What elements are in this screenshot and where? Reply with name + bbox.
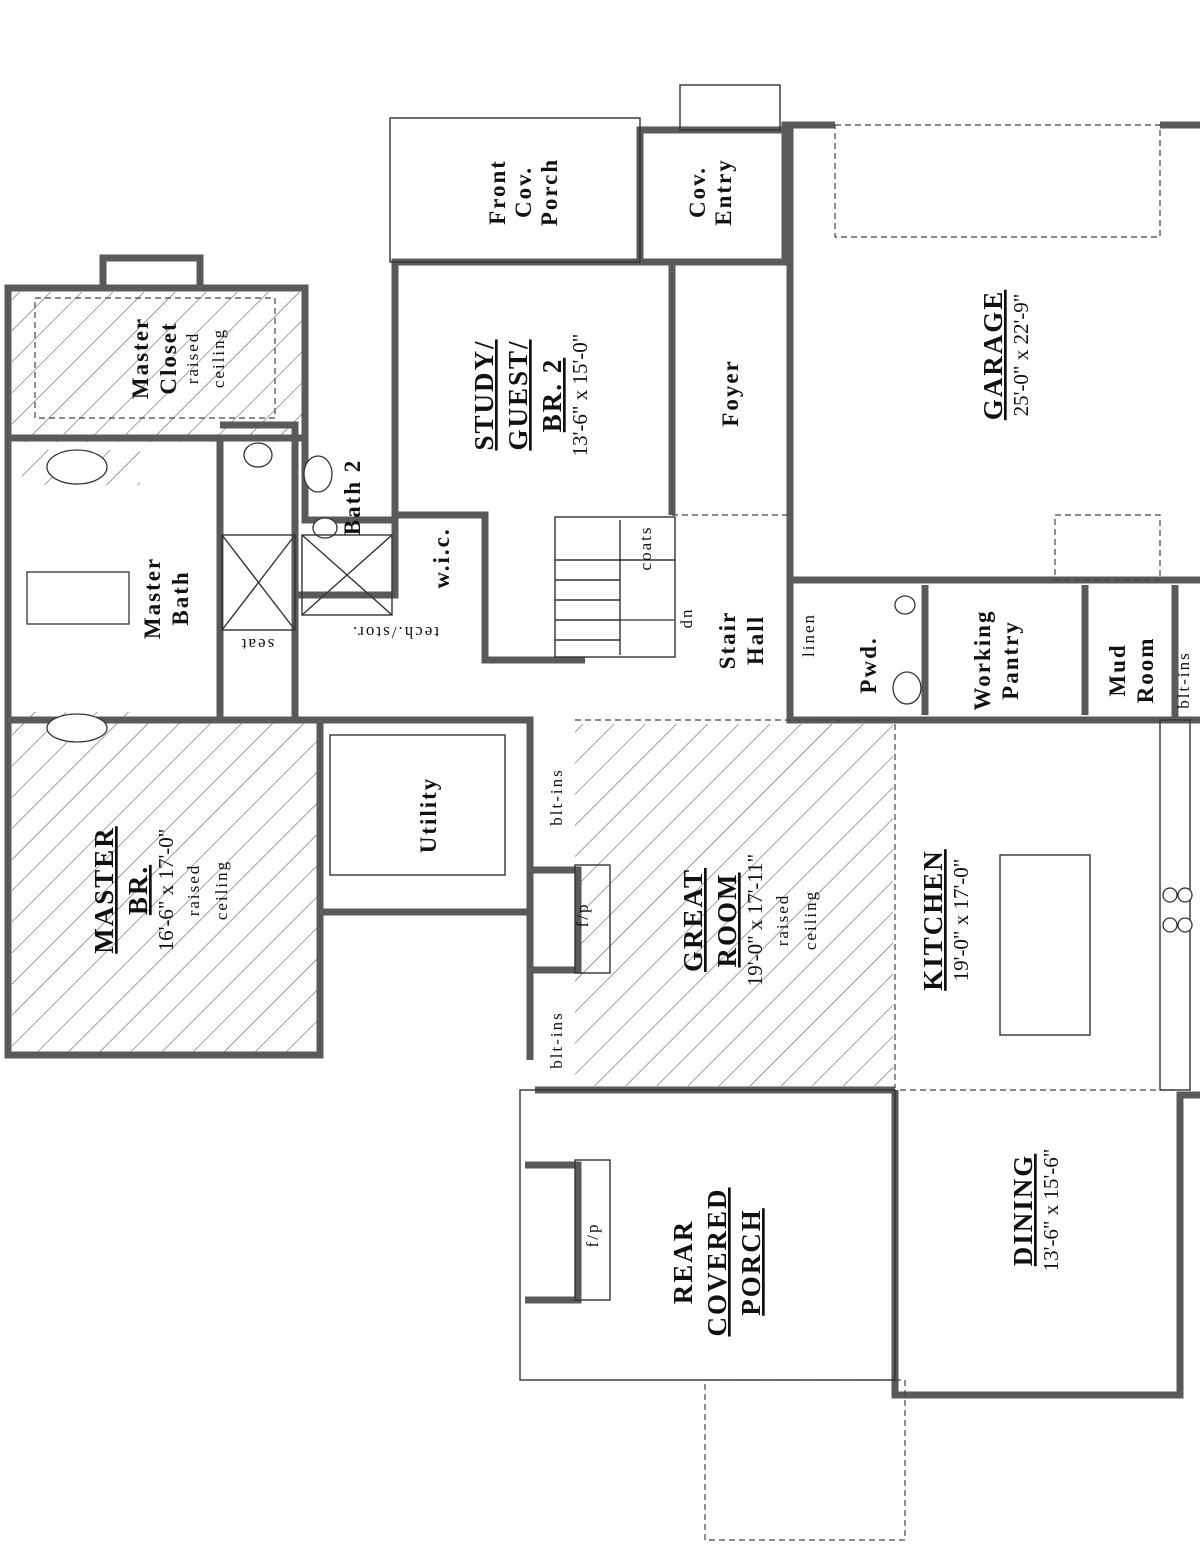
master-bath-line1: Master — [140, 557, 165, 639]
dining-dimensions: 13'-6" x 15'-6" — [1039, 1149, 1063, 1272]
rear-porch-line2: COVERED — [702, 1187, 732, 1336]
label-fireplace-porch: f/p — [583, 1223, 602, 1248]
label-builtins-top: blt-ins — [547, 768, 566, 825]
linen-label: linen — [799, 613, 818, 657]
study-dimensions: 13'-6" x 15'-0" — [568, 334, 592, 457]
label-fireplace-great: f/p — [573, 903, 592, 928]
room-label-master-bath: Master Bath — [140, 557, 193, 639]
stair-up-label: up — [680, 610, 699, 631]
master-closet-hatch — [12, 292, 302, 442]
great-room-dimensions: 19'-0" x 17'-11" — [743, 854, 767, 986]
master-br-hatch — [12, 722, 317, 1052]
seat-label: seat — [240, 635, 274, 654]
room-label-mud-room: Mud Room — [1105, 637, 1158, 704]
study-name3: BR. 2 — [537, 358, 567, 433]
master-br-dimensions: 16'-6" x 17'-0" — [154, 829, 178, 952]
room-label-bath2: Bath 2 — [340, 459, 365, 536]
label-linen: linen — [799, 613, 818, 657]
garage-name: GARAGE — [978, 290, 1008, 421]
great-room-hatch — [575, 724, 893, 1086]
cov-entry-line1: Cov. — [685, 166, 710, 218]
label-builtins-bottom: blt-ins — [547, 1011, 566, 1068]
coats-label: coats — [636, 526, 655, 571]
room-label-study: STUDY/ GUEST/ BR. 2 13'-6" x 15'-0" — [469, 334, 592, 457]
fireplace-porch-label: f/p — [583, 1223, 602, 1248]
room-label-garage: GARAGE 25'-0" x 22'-9" — [978, 290, 1033, 421]
room-label-master-br: MASTER BR. 16'-6" x 17'-0" raised ceilin… — [89, 826, 231, 954]
sink — [46, 713, 108, 743]
master-closet-note2: ceiling — [209, 328, 228, 388]
label-mud-builtins: blt-ins — [1174, 651, 1193, 708]
room-label-rear-porch: REAR COVERED PORCH — [668, 1187, 766, 1336]
foyer-name: Foyer — [718, 359, 743, 426]
room-label-master-closet: Master Closet raised ceiling — [128, 317, 228, 399]
builtins-top-label: blt-ins — [547, 768, 566, 825]
bathtub — [26, 571, 130, 625]
room-label-pwd: Pwd. — [856, 636, 881, 693]
great-room-note2: ceiling — [801, 890, 820, 950]
label-up: up — [680, 610, 699, 631]
label-coats: coats — [636, 526, 655, 571]
utility-name: Utility — [416, 777, 441, 854]
room-label-dining: DINING 13'-6" x 15'-6" — [1008, 1149, 1063, 1272]
pantry-line1: Working — [970, 610, 995, 711]
pantry-line2: Pantry — [998, 620, 1023, 700]
room-label-wic: w.i.c. — [429, 527, 454, 588]
sink — [892, 671, 922, 705]
room-label-kitchen: KITCHEN 19'-0" x 17'-0" — [918, 849, 973, 991]
great-room-name1: GREAT — [678, 868, 708, 972]
fireplace-great-label: f/p — [573, 903, 592, 928]
builtins-bottom-label: blt-ins — [547, 1011, 566, 1068]
mud-room-line2: Room — [1133, 637, 1158, 704]
toilet — [894, 595, 916, 615]
kitchen-dimensions: 19'-0" x 17'-0" — [949, 859, 973, 982]
cov-entry-line2: Entry — [711, 158, 736, 226]
wic-name: w.i.c. — [429, 527, 454, 588]
front-porch-line1: Front — [485, 159, 510, 225]
master-closet-name1: Master — [128, 317, 153, 399]
front-porch-line2: Cov. — [511, 166, 536, 218]
label-tech-stor: tech./stor. — [351, 623, 439, 642]
bath2-name: Bath 2 — [340, 459, 365, 536]
sink — [303, 455, 333, 493]
master-br-name1: MASTER — [89, 826, 119, 954]
detail-lines — [34, 84, 1191, 1541]
room-label-working-pantry: Working Pantry — [970, 610, 1023, 711]
great-room-note1: raised — [773, 894, 792, 947]
master-br-note1: raised — [184, 864, 203, 917]
room-label-utility: Utility — [416, 777, 441, 854]
sink — [46, 449, 108, 485]
mud-builtins-label: blt-ins — [1174, 651, 1193, 708]
tech-stor-label: tech./stor. — [351, 623, 439, 642]
kitchen-name: KITCHEN — [918, 849, 948, 991]
toilet — [312, 517, 338, 539]
room-label-front-porch: Front Cov. Porch — [485, 158, 562, 226]
dining-name: DINING — [1008, 1154, 1038, 1267]
rear-porch-line1: REAR — [668, 1220, 698, 1305]
pwd-name: Pwd. — [856, 636, 881, 693]
label-seat: seat — [240, 635, 274, 654]
study-name2: GUEST/ — [503, 339, 533, 450]
master-br-name2: BR. — [123, 865, 153, 915]
great-room-name2: ROOM — [712, 873, 742, 968]
master-closet-name2: Closet — [156, 321, 181, 394]
room-label-stair-hall: Stair Hall — [715, 611, 768, 670]
rear-porch-line3: PORCH — [736, 1208, 766, 1316]
stair-hall-line2: Hall — [743, 615, 768, 665]
room-label-foyer: Foyer — [718, 359, 743, 426]
cooktop — [1162, 887, 1193, 933]
mud-room-line1: Mud — [1105, 643, 1130, 696]
study-name1: STUDY/ — [469, 339, 499, 450]
room-label-great-room: GREAT ROOM 19'-0" x 17'-11" raised ceili… — [678, 854, 820, 986]
room-label-cov-entry: Cov. Entry — [685, 158, 736, 226]
master-br-note2: ceiling — [212, 860, 231, 920]
master-bath-line2: Bath — [168, 570, 193, 625]
fixtures — [26, 442, 1193, 933]
front-porch-line3: Porch — [537, 158, 562, 226]
toilet — [243, 442, 273, 468]
garage-dimensions: 25'-0" x 22'-9" — [1009, 294, 1033, 417]
stair-hall-line1: Stair — [715, 611, 740, 670]
master-closet-note1: raised — [183, 332, 202, 385]
